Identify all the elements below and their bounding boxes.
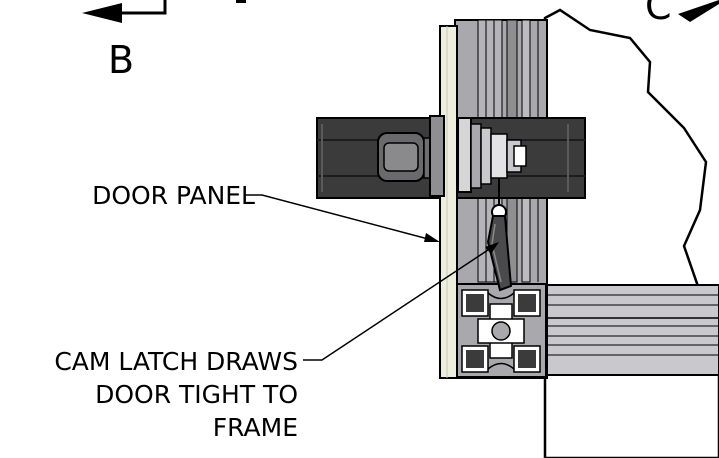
cam-latch-leader-arrow-icon [485,242,499,254]
extrusion-end-profile [455,283,547,378]
cam-latch-hardware [377,115,527,197]
door-panel-leader-line [244,194,433,241]
door-panel-callout: DOOR PANEL [92,181,255,210]
section-b-arrow-icon [82,0,167,23]
cam-lever [486,178,513,292]
section-b-label: B [108,38,135,82]
section-c-arrow-icon [678,0,719,22]
section-c-label: C [645,0,672,28]
cam-latch-callout-line-1: CAM LATCH DRAWS [54,347,298,376]
cut-line-mark [236,0,246,3]
cam-latch-leader-line [303,245,495,361]
break-boundary [543,8,719,458]
cam-latch-callout-line-3: FRAME [212,413,298,442]
cam-latch-callout: CAM LATCH DRAWS DOOR TIGHT TO FRAME [54,345,298,444]
cam-latch-callout-line-2: DOOR TIGHT TO [95,380,298,409]
horizontal-frame-extrusion [546,284,719,376]
door-panel-leader-arrow-icon [424,233,440,242]
door-panel-plate [439,25,458,379]
